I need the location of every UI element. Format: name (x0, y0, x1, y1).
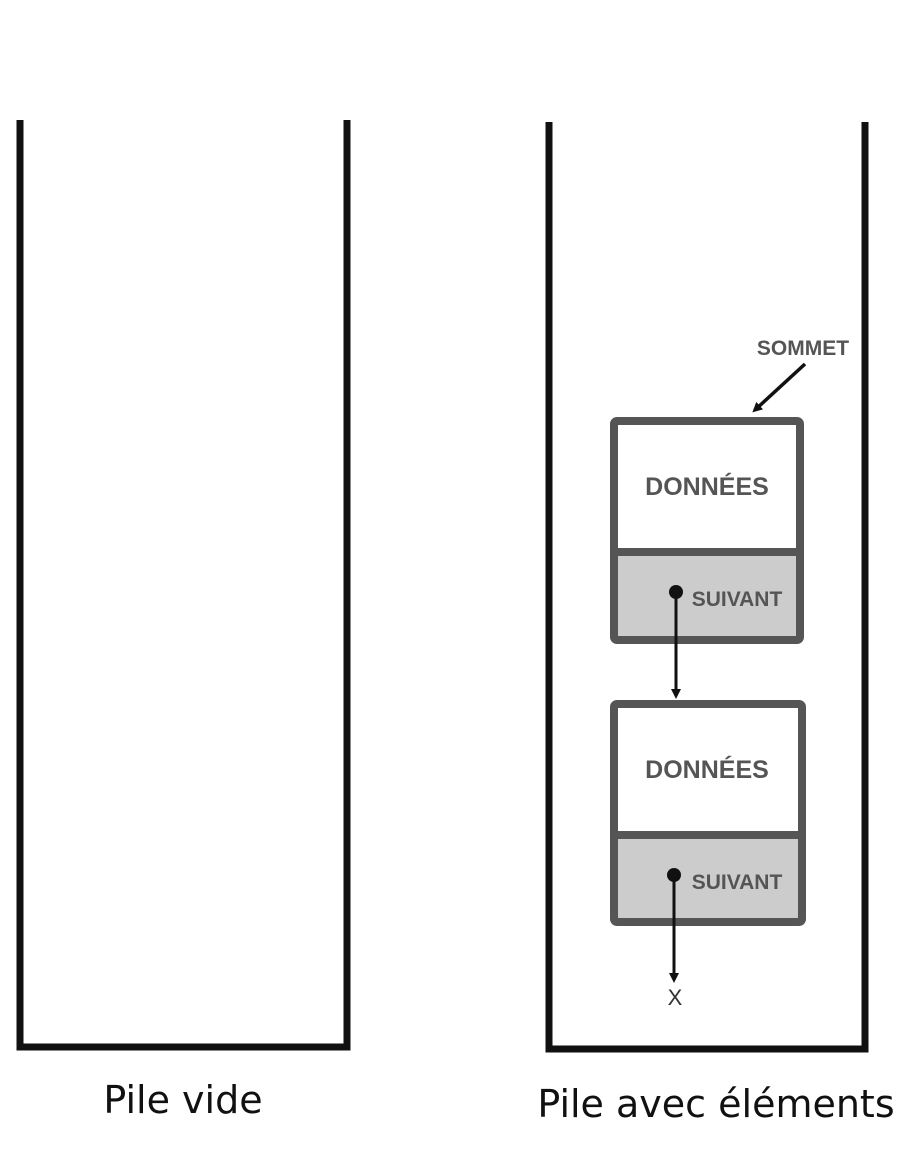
empty-stack (16, 120, 351, 1051)
filled-stack-caption: Pile avec éléments (537, 1082, 894, 1126)
empty-stack-caption: Pile vide (103, 1078, 262, 1122)
stack-node-1: DONNÉES SUIVANT (610, 417, 804, 699)
empty-stack-container (16, 120, 351, 1051)
null-marker: X (668, 985, 683, 1010)
filled-stack: SOMMET DONNÉES SUIVANT DONNÉES SUIVANT X (545, 122, 869, 1053)
top-pointer-arrow (752, 362, 807, 413)
top-pointer-label: SOMMET (757, 337, 849, 360)
stack-node-2: DONNÉES SUIVANT (610, 700, 806, 983)
node-1-data-label: DONNÉES (645, 472, 769, 501)
node-1-next-label: SUIVANT (692, 588, 783, 611)
node-2-next-label: SUIVANT (692, 871, 783, 894)
filled-stack-container (545, 122, 869, 1053)
node-2-data-label: DONNÉES (645, 755, 769, 784)
node-1-next-field (618, 556, 796, 636)
node-2-next-field (618, 839, 798, 918)
